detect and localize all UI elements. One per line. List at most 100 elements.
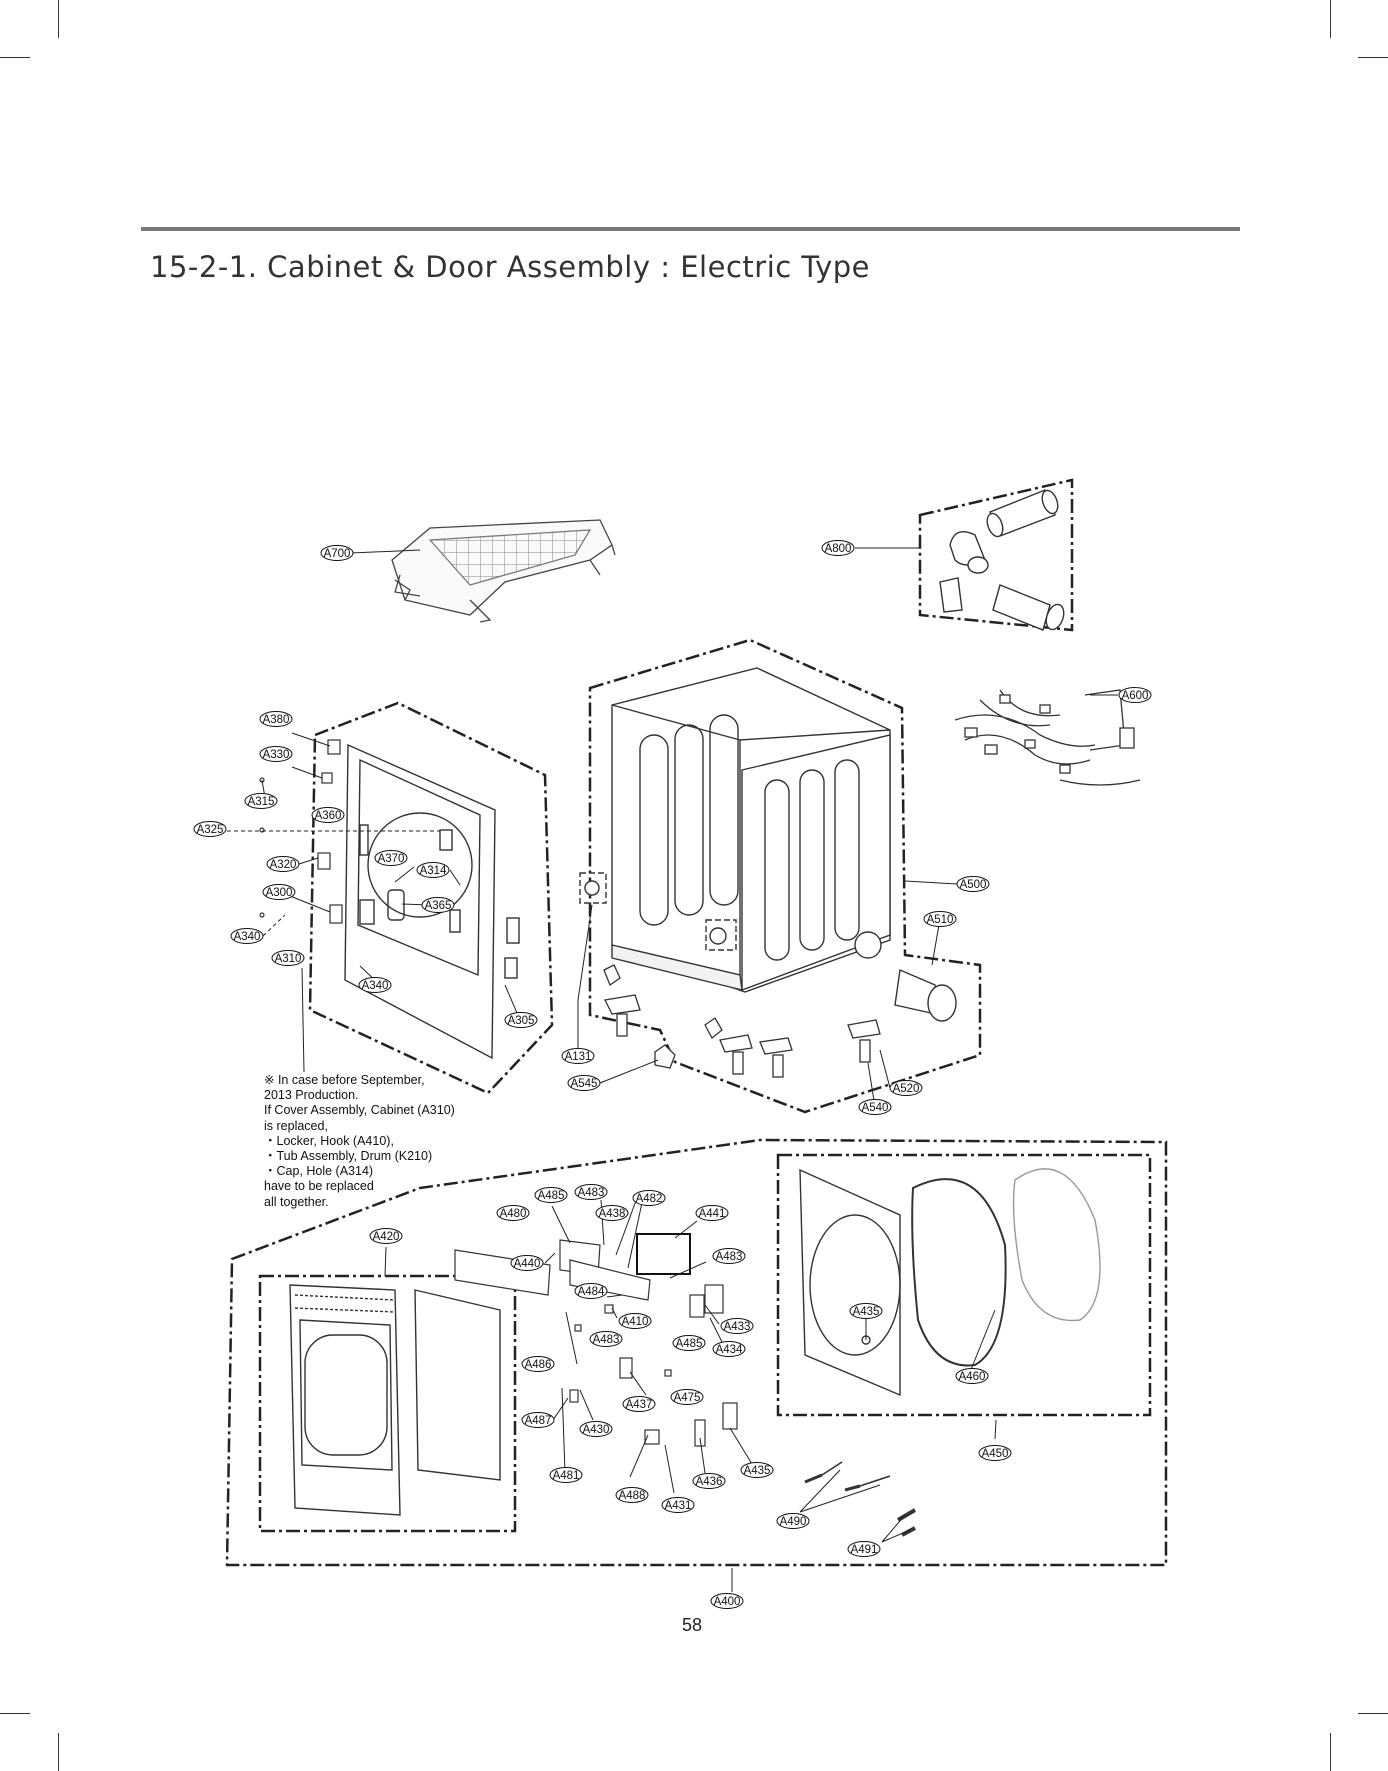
cabinet-dashed-box — [588, 638, 982, 1114]
door-inner-dashed-box — [776, 1153, 1152, 1417]
vent-kit-parts — [939, 489, 1065, 631]
crop-mark-top-left-v — [58, 0, 59, 38]
leader-lines — [227, 547, 1118, 1592]
label-A700: A700 — [320, 545, 354, 561]
label-A520: A520 — [889, 1080, 923, 1096]
svg-text:A486: A486 — [525, 1359, 552, 1371]
label-A436: A436 — [692, 1473, 726, 1489]
label-A487: A487 — [521, 1412, 555, 1428]
svg-text:A438: A438 — [599, 1208, 626, 1220]
label-A131: A131 — [561, 1048, 595, 1064]
label-A480: A480 — [496, 1205, 530, 1221]
note-line: ・Cap, Hole (A314) — [264, 1164, 374, 1179]
crop-mark-bottom-right-h — [1358, 1713, 1388, 1714]
note-line: ・Locker, Hook (A410), — [264, 1133, 394, 1148]
label-A310: A310 — [271, 950, 305, 966]
wiring-harness-part — [954, 689, 1141, 786]
door-inner-parts — [799, 1168, 1101, 1397]
svg-text:A433: A433 — [724, 1321, 751, 1333]
part-labels: A700 A800 A600 A500 A510 A520 A540 A545 … — [193, 540, 1152, 1609]
label-A330: A330 — [259, 746, 293, 762]
label-A488: A488 — [615, 1487, 649, 1503]
label-A475: A475 — [670, 1389, 704, 1405]
label-A540: A540 — [858, 1099, 892, 1115]
label-A483-top: A483 — [574, 1184, 608, 1200]
label-A485-top: A485 — [534, 1187, 568, 1203]
svg-text:A800: A800 — [825, 543, 852, 555]
svg-text:A700: A700 — [324, 548, 351, 560]
label-A431: A431 — [661, 1497, 695, 1513]
svg-text:A330: A330 — [263, 749, 290, 761]
svg-text:A340: A340 — [234, 931, 261, 943]
label-A315: A315 — [244, 793, 278, 809]
door-front-dashed-box — [258, 1274, 517, 1533]
svg-text:A440: A440 — [514, 1258, 541, 1270]
exhaust-duct-part — [894, 968, 957, 1022]
label-A305: A305 — [504, 1012, 538, 1028]
svg-text:A340: A340 — [362, 980, 389, 992]
svg-text:A435: A435 — [853, 1306, 880, 1318]
svg-text:A483: A483 — [593, 1334, 620, 1346]
header-rule — [141, 227, 1240, 231]
crop-mark-bottom-left-v — [58, 1733, 59, 1771]
label-A433: A433 — [720, 1318, 754, 1334]
svg-text:A370: A370 — [378, 853, 405, 865]
leveling-feet — [603, 964, 881, 1078]
svg-text:A475: A475 — [674, 1392, 701, 1404]
svg-text:A441: A441 — [699, 1208, 726, 1220]
svg-text:A490: A490 — [780, 1516, 807, 1528]
svg-text:A320: A320 — [270, 859, 297, 871]
label-A434: A434 — [712, 1341, 746, 1357]
svg-text:A300: A300 — [266, 887, 293, 899]
svg-text:A485: A485 — [538, 1190, 565, 1202]
svg-text:A600: A600 — [1122, 690, 1149, 702]
svg-text:A520: A520 — [893, 1083, 920, 1095]
note-line: If Cover Assembly, Cabinet (A310) — [264, 1103, 455, 1118]
svg-text:A500: A500 — [960, 879, 987, 891]
label-A800: A800 — [821, 540, 855, 556]
svg-text:A410: A410 — [622, 1316, 649, 1328]
label-A430: A430 — [579, 1421, 613, 1437]
label-A410: A410 — [618, 1313, 652, 1329]
page-title: 15-2-1. Cabinet & Door Assembly : Electr… — [150, 250, 871, 284]
svg-text:A325: A325 — [197, 824, 224, 836]
label-A340-bottom: A340 — [358, 977, 392, 993]
label-A481: A481 — [549, 1467, 583, 1483]
crop-mark-bottom-right-v — [1330, 1733, 1331, 1771]
page-number: 58 — [682, 1615, 703, 1635]
svg-text:A305: A305 — [508, 1015, 535, 1027]
svg-text:A491: A491 — [851, 1544, 878, 1556]
label-A438: A438 — [595, 1205, 629, 1221]
note-line: all together. — [264, 1194, 329, 1209]
label-A490: A490 — [776, 1513, 810, 1529]
label-A380: A380 — [259, 711, 293, 727]
svg-text:A436: A436 — [696, 1476, 723, 1488]
svg-text:A360: A360 — [315, 810, 342, 822]
cabinet-body-part — [579, 667, 891, 993]
svg-text:A310: A310 — [275, 953, 302, 965]
svg-text:A484: A484 — [578, 1286, 605, 1298]
label-A435-inner: A435 — [849, 1303, 883, 1319]
svg-text:A487: A487 — [525, 1415, 552, 1427]
label-A510: A510 — [923, 911, 957, 927]
label-A484: A484 — [574, 1283, 608, 1299]
label-A600: A600 — [1118, 687, 1152, 703]
svg-text:A131: A131 — [565, 1051, 592, 1063]
label-A440: A440 — [510, 1255, 544, 1271]
label-A400: A400 — [710, 1593, 744, 1609]
door-front-panel-part — [289, 1284, 501, 1516]
label-A545: A545 — [567, 1075, 601, 1091]
crop-mark-top-right-h — [1358, 57, 1388, 58]
label-A314: A314 — [416, 862, 450, 878]
drying-rack-part — [391, 519, 616, 623]
door-assembly-dashed-box — [225, 1138, 1168, 1567]
note-line: ・Tub Assembly, Drum (K210) — [264, 1149, 433, 1164]
svg-text:A510: A510 — [927, 914, 954, 926]
note-line: have to be replaced — [264, 1179, 374, 1194]
label-A482: A482 — [632, 1190, 666, 1206]
svg-text:A482: A482 — [636, 1193, 663, 1205]
label-A435-lower: A435 — [740, 1462, 774, 1478]
label-A360: A360 — [311, 807, 345, 823]
label-A325: A325 — [193, 821, 227, 837]
